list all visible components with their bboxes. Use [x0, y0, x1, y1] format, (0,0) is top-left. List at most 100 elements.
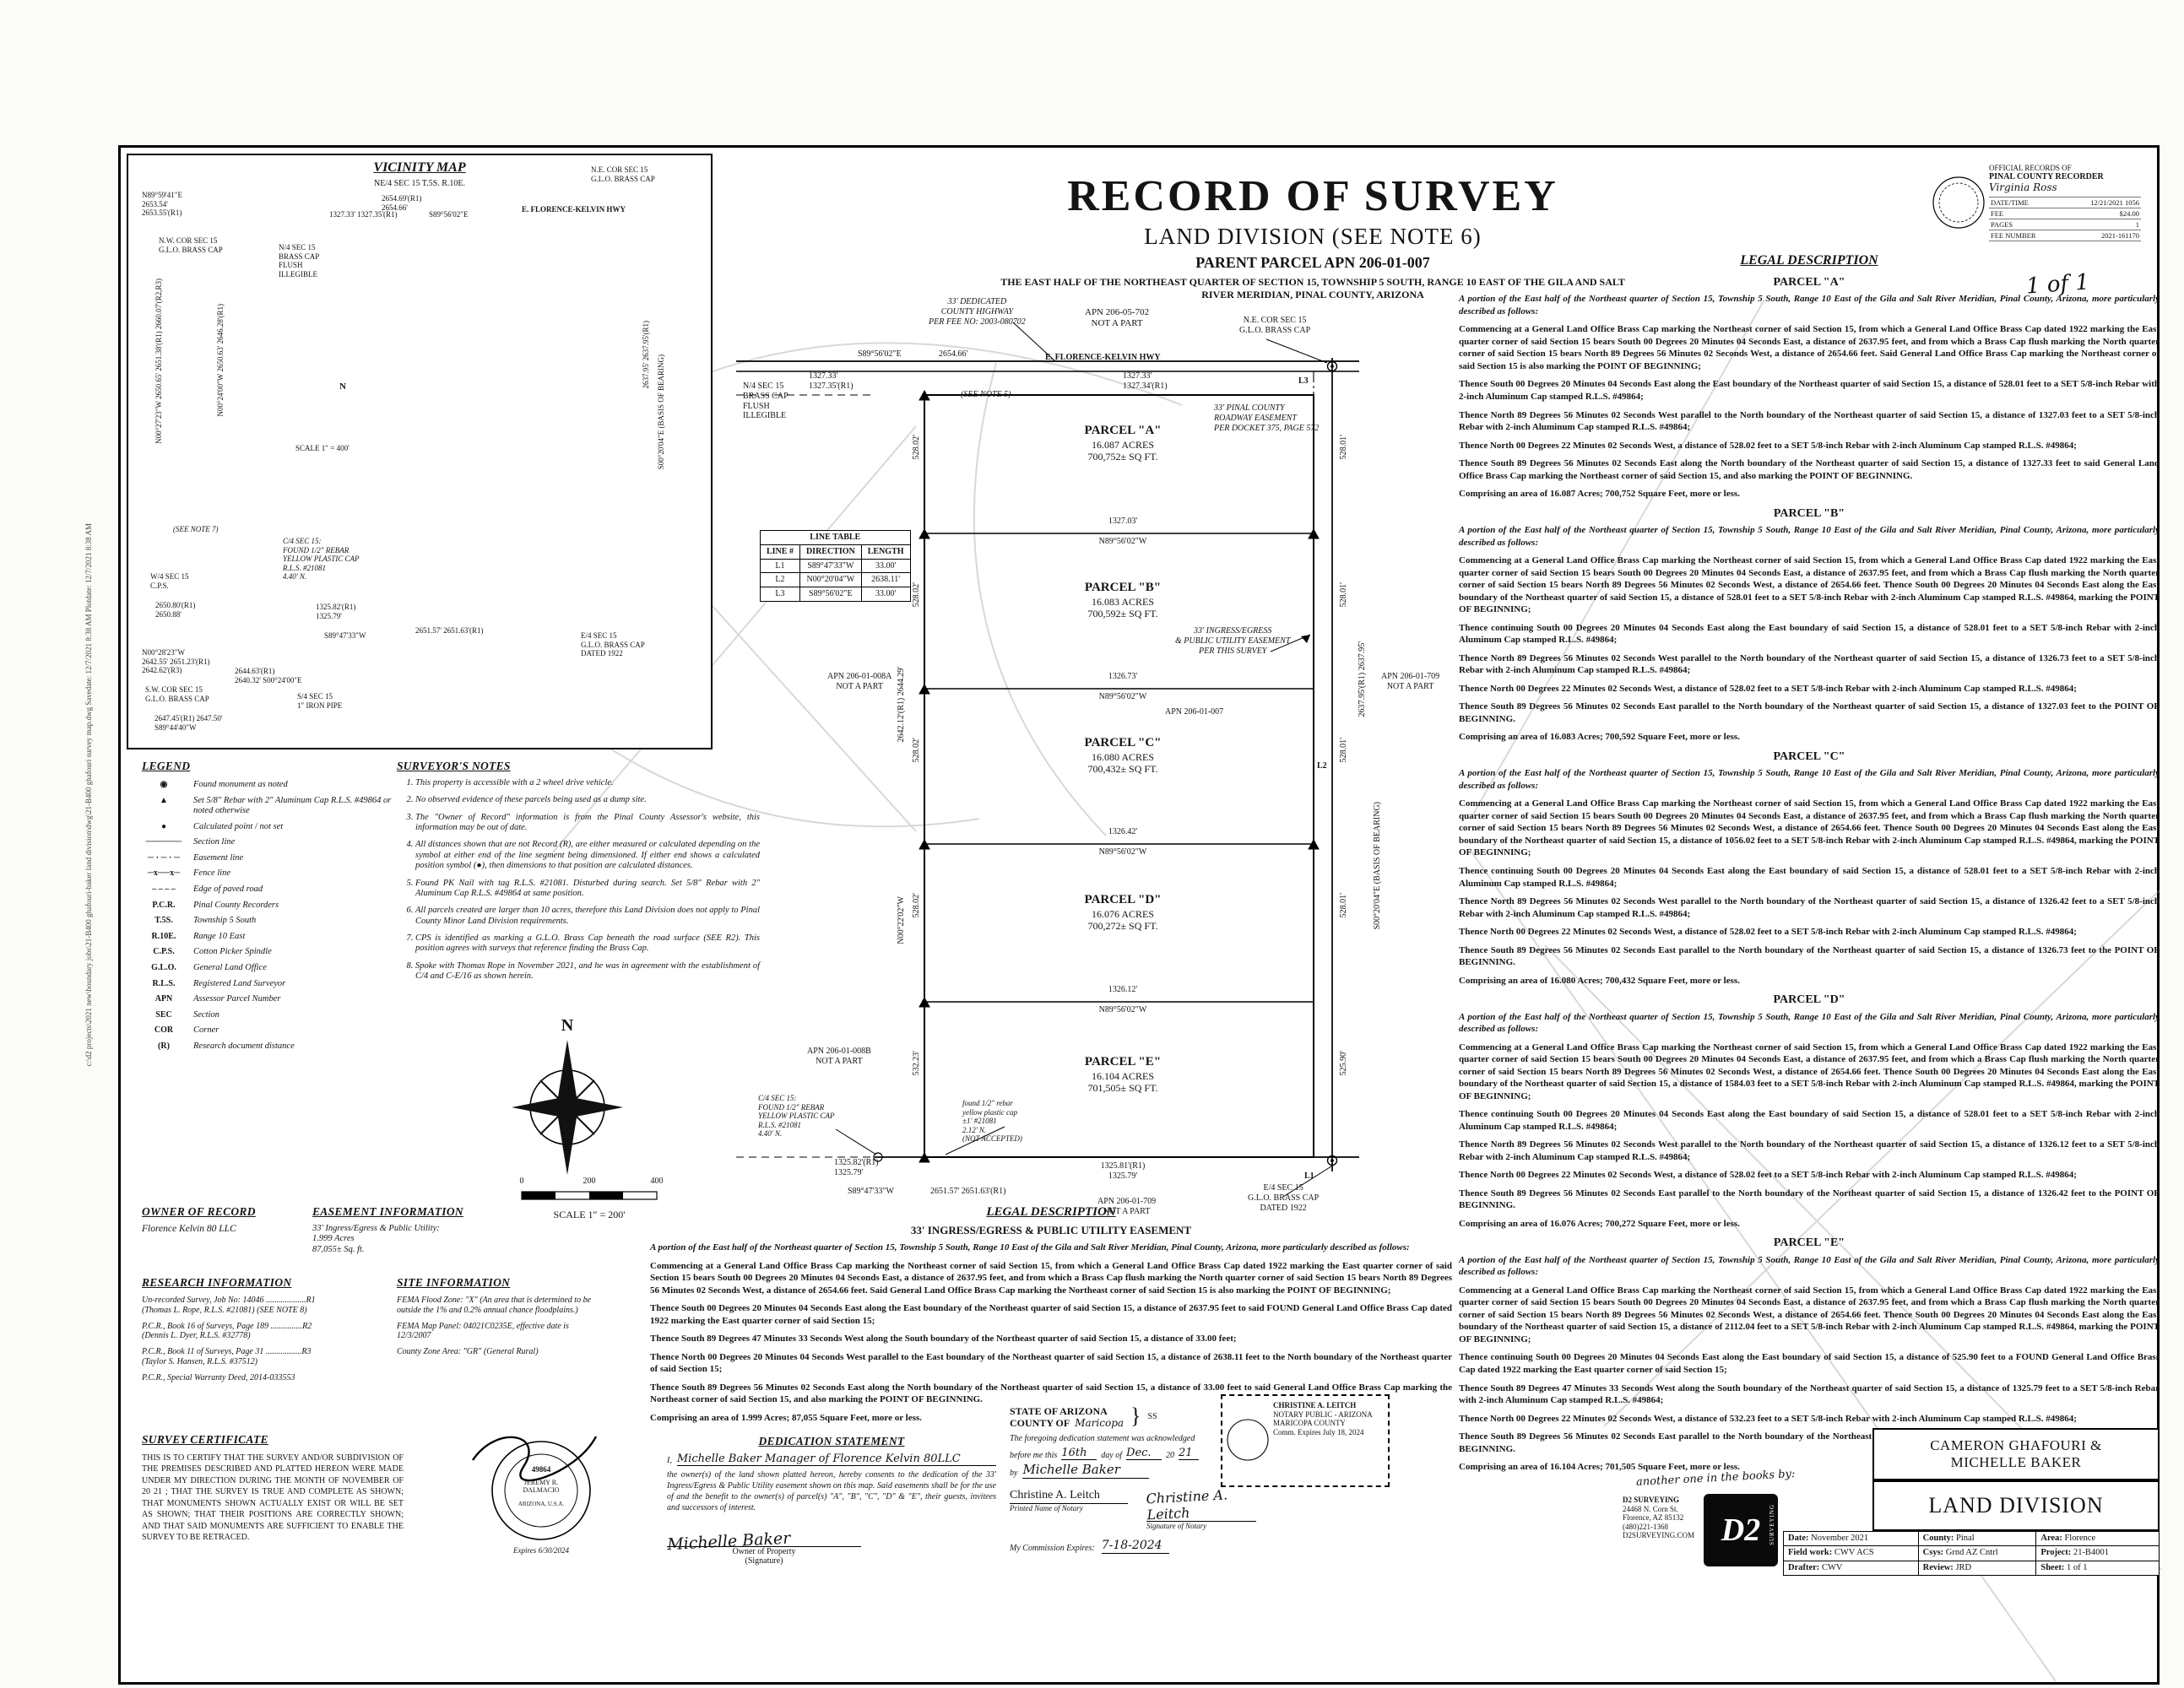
- legend-label: Calculated point / not set: [193, 821, 284, 831]
- tb-value: CWV: [1821, 1562, 1843, 1572]
- dim-label: 528.02': [912, 738, 921, 763]
- stamp-row-value: 1: [2135, 220, 2139, 229]
- legend-label: Research document distance: [193, 1041, 295, 1052]
- legend-title: LEGEND: [142, 760, 191, 772]
- vicinity-dim: S89°47'33″W: [324, 631, 366, 640]
- monument-note: C/4 SEC 15: FOUND 1/2″ REBAR YELLOW PLAS…: [758, 1094, 835, 1139]
- vicinity-dim: S89°56'02″E: [429, 210, 469, 219]
- line-table: LINE TABLE LINE # DIRECTION LENGTH L1 S8…: [760, 530, 911, 602]
- line-table-cell: L1: [760, 558, 800, 574]
- tb-key: Sheet:: [2040, 1562, 2065, 1572]
- scale-tick-200: 200: [583, 1177, 596, 1186]
- notary-ss: SS: [1147, 1412, 1157, 1422]
- brace-glyph: }: [1130, 1404, 1141, 1428]
- apn-label: APN 206-01-008B NOT A PART: [807, 1047, 871, 1066]
- project-title: LAND DIVISION: [1928, 1493, 2104, 1518]
- tb-value: Pinal: [1956, 1534, 1975, 1543]
- legal-para: A portion of the East half of the Northe…: [1459, 768, 2160, 791]
- legal-para: A portion of the East half of the Northe…: [1459, 294, 2160, 316]
- legal-para: Comprising an area of 16.083 Acres; 700,…: [1459, 732, 1740, 743]
- legend-abbr: C.P.S.: [153, 947, 175, 957]
- site-item: FEMA Map Panel: 04021C0235E, effective d…: [397, 1321, 569, 1341]
- site-item: County Zone Area: "GR" (General Rural): [397, 1347, 539, 1357]
- legend-label: Set 5/8″ Rebar with 2″ Aluminum Cap R.L.…: [193, 795, 392, 816]
- notary-panel: STATE OF ARIZONA COUNTY OF Maricopa } SS…: [1010, 1404, 1256, 1554]
- legend-label: Pinal County Recorders: [193, 900, 279, 910]
- line-table-cell: S89°47'33″W: [799, 558, 862, 574]
- tb-value: Florence: [2064, 1534, 2096, 1543]
- section-line-icon: ──────: [145, 837, 182, 847]
- dim-label: 528.01': [1339, 435, 1348, 460]
- owner-of-record-panel: OWNER OF RECORD Florence Kelvin 80 LLC: [142, 1205, 302, 1235]
- vicinity-compass-n: N: [339, 381, 346, 392]
- legend-abbr: R.L.S.: [152, 978, 176, 988]
- line-table-cell: L3: [760, 587, 800, 602]
- handwritten-owner-name: Michelle Baker Manager of Florence Kelvi…: [676, 1453, 996, 1467]
- vicinity-monument-note: C/4 SEC 15: FOUND 1/2″ REBAR YELLOW PLAS…: [283, 537, 360, 582]
- legend-label: Edge of paved road: [193, 885, 263, 895]
- dedication-title: DEDICATION STATEMENT: [758, 1435, 905, 1447]
- easement-legal-para: Commencing at a General Land Office Bras…: [650, 1260, 1452, 1296]
- stamp-row-value: 2021-161170: [2100, 231, 2139, 240]
- line-table-cell: 33.00': [860, 587, 911, 602]
- research-item: (Thomas L. Rope, R.L.S. #21081) (SEE NOT…: [142, 1305, 307, 1315]
- surveyor-note: This property is accessible with a 2 whe…: [415, 778, 760, 788]
- surveyor-note: CPS is identified as marking a G.L.O. Br…: [415, 933, 760, 955]
- notary-ack-1: The foregoing dedication statement was a…: [1010, 1434, 1195, 1444]
- site-info-panel: SITE INFORMATION FEMA Flood Zone: "X" (A…: [397, 1276, 599, 1357]
- legal-para: Thence North 89 Degrees 56 Minutes 02 Se…: [1459, 409, 2160, 433]
- legend-abbr: T.5S.: [154, 916, 173, 926]
- firm-logo: D2 SURVEYING: [1704, 1494, 1778, 1566]
- vicinity-dim: N00°24'00″W 2650.63' 2646.28'(R1): [216, 304, 225, 417]
- parcel-c-header: PARCEL "C": [1773, 749, 1845, 763]
- notary-county-label: COUNTY OF: [1010, 1417, 1070, 1430]
- vicinity-corner-note: S/4 SEC 15 1″ IRON PIPE: [297, 692, 343, 710]
- easement-info-line: 33' Ingress/Egress & Public Utility:: [312, 1223, 440, 1233]
- highway-label: E. FLORENCE-KELVIN HWY: [1045, 353, 1161, 362]
- legal-para: Thence North 00 Degrees 22 Minutes 02 Se…: [1459, 440, 2077, 451]
- tb-key: Project:: [2040, 1548, 2072, 1558]
- notary-signature-label: Signature of Notary: [1146, 1521, 1207, 1530]
- legal-para: Commencing at a General Land Office Bras…: [1459, 798, 2160, 858]
- client-name-box: CAMERON GHAFOURI & MICHELLE BAKER: [1872, 1428, 2160, 1480]
- stamp-org-1: OFFICIAL RECORDS OF: [1989, 164, 2072, 172]
- corner-note: N/4 SEC 15 BRASS CAP FLUSH ILLEGIBLE: [743, 381, 789, 421]
- found-monument-icon: ◉: [160, 779, 168, 789]
- easement-info-line: 87,055± Sq. ft.: [312, 1244, 365, 1254]
- surveyor-note: The "Owner of Record" information is fro…: [415, 813, 760, 834]
- legend-label: Cotton Picker Spindle: [193, 947, 272, 957]
- notary-stamp-line: CHRISTINE A. LEITCH: [1273, 1401, 1357, 1409]
- apn-label: APN 206-01-008A NOT A PART: [827, 672, 892, 691]
- legal-para: Thence continuing South 00 Degrees 20 Mi…: [1459, 622, 2160, 646]
- easement-legal-panel: LEGAL DESCRIPTION 33' INGRESS/EGRESS & P…: [650, 1205, 1452, 1430]
- legal-para: Commencing at a General Land Office Bras…: [1459, 555, 2160, 615]
- handwritten-day: 16th: [1061, 1447, 1097, 1461]
- apn-label: APN 206-01-007: [1165, 707, 1224, 717]
- client-name-1: CAMERON GHAFOURI &: [1930, 1437, 2102, 1453]
- legend-label: General Land Office: [193, 963, 267, 973]
- dim-label: N89°56'02″W: [1098, 537, 1147, 546]
- dim-label: 2637.95'(R1) 2637.95': [1358, 641, 1367, 717]
- dim-label: 525.90': [1339, 1051, 1348, 1076]
- corner-note: N.E. COR SEC 15 G.L.O. BRASS CAP: [1239, 316, 1311, 335]
- notary-ack-2: before me this: [1010, 1450, 1058, 1460]
- line-table-header: LENGTH: [860, 544, 911, 560]
- vicinity-dim: N00°27'23″W 2650.65' 2651.38'(R1) 2660.0…: [154, 279, 163, 444]
- apn-label: APN 206-05-702 NOT A PART: [1085, 307, 1150, 328]
- vicinity-dim: 1327.33' 1327.35'(R1): [329, 210, 398, 219]
- research-item: P.C.R., Book 16 of Surveys, Page 189 ...…: [142, 1321, 312, 1331]
- stamp-row-value: 12/21/2021 1056: [2090, 198, 2139, 207]
- parcel-d-label: PARCEL "D" 16.076 ACRES 700,272± SQ FT.: [1084, 893, 1162, 932]
- firm-address-2: Florence, AZ 85132: [1623, 1513, 1684, 1523]
- compass-north-label: N: [561, 1016, 574, 1035]
- legal-para: Comprising an area of 16.076 Acres; 700,…: [1459, 1218, 1740, 1229]
- scale-tick-400: 400: [650, 1177, 664, 1186]
- dim-label: 1327.33' 1327.34'(R1): [1123, 371, 1168, 391]
- site-title: SITE INFORMATION: [397, 1276, 511, 1289]
- dim-label: 1326.12': [1108, 985, 1138, 994]
- dim-label: 2654.66': [939, 349, 968, 359]
- research-item: P.C.R., Special Warranty Deed, 2014-0335…: [142, 1372, 295, 1382]
- legal-para: Thence continuing South 00 Degrees 20 Mi…: [1459, 1352, 2160, 1375]
- vicinity-corner-note: W/4 SEC 15 C.P.S.: [150, 572, 189, 590]
- legal-para: Thence South 89 Degrees 56 Minutes 02 Se…: [1459, 458, 2160, 481]
